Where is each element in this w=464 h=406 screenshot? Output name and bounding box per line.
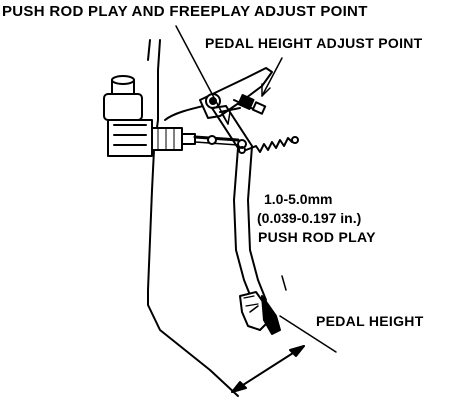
pedal-pad [239,291,281,335]
push-rod-play-caption: PUSH ROD PLAY [258,229,376,245]
pedal-height-dimension [231,275,337,393]
pedal-height-label: PEDAL HEIGHT [316,313,424,329]
push-rod-play-mm-label: 1.0-5.0mm [264,191,333,207]
pedal-height-bolt [233,93,267,115]
pedal-arm [211,105,267,301]
leader-lines [175,25,283,313]
push-rod [193,135,247,149]
return-spring [238,136,299,154]
push-rod-play-inches-label: (0.039-0.197 in.) [257,210,362,226]
pedal-height-adjust-point-label: PEDAL HEIGHT ADJUST POINT [205,35,423,51]
master-cylinder [103,75,196,157]
push-rod-adjust-point-label: PUSH ROD PLAY AND FREEPLAY ADJUST POINT [2,3,368,20]
